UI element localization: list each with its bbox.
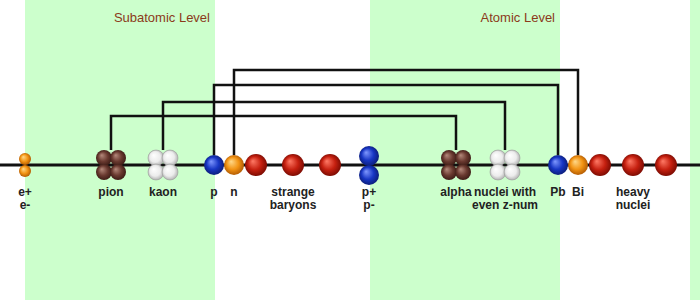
neutron-sphere <box>224 155 244 175</box>
proton-sphere <box>204 155 224 175</box>
particle-node: p+ p- <box>358 146 380 212</box>
particle-label: n <box>230 186 237 199</box>
particle-label: kaon <box>149 186 177 199</box>
proton-antiproton <box>359 146 379 185</box>
band-heading: Atomic Level <box>370 0 560 26</box>
particle-node: n <box>224 155 244 199</box>
particle-node: Pb <box>548 155 568 199</box>
particle-label: alpha <box>440 186 471 199</box>
edge-band <box>690 0 700 300</box>
kaon-cluster <box>148 150 178 180</box>
heavy-nuclei-spheres <box>589 154 677 176</box>
alpha-cluster <box>441 150 471 180</box>
pion-cluster <box>96 150 126 180</box>
bismuth-sphere <box>568 155 588 175</box>
positron-electron <box>19 153 31 177</box>
particle-label: strange baryons <box>270 186 317 212</box>
lead-sphere <box>548 155 568 175</box>
level-band: Atomic Level alphanuclei with even z-num <box>370 0 560 300</box>
particle-node: strange baryons <box>245 154 341 212</box>
particle-label: Bi <box>572 186 584 199</box>
band-heading: Subatomic Level <box>25 0 215 26</box>
level-band: Subatomic Level pion kaon <box>25 0 215 300</box>
bracket-connector <box>214 85 558 155</box>
particle-label: e+ e- <box>18 186 32 212</box>
particle-label: Pb <box>550 186 565 199</box>
particle-label: heavy nuclei <box>616 186 651 212</box>
even-nuclei-cluster <box>490 150 520 180</box>
particle-label: nuclei with even z-num <box>467 186 543 212</box>
bracket-connector <box>234 70 578 155</box>
particle-label: p <box>210 186 217 199</box>
strange-baryon-spheres <box>245 154 341 176</box>
particle-node: p <box>204 155 224 199</box>
particle-node: Bi <box>568 155 588 199</box>
particle-node: heavy nuclei <box>589 154 677 212</box>
particle-node: e+ e- <box>17 153 33 212</box>
particle-label: pion <box>98 186 123 199</box>
particle-label: p+ p- <box>362 186 376 212</box>
